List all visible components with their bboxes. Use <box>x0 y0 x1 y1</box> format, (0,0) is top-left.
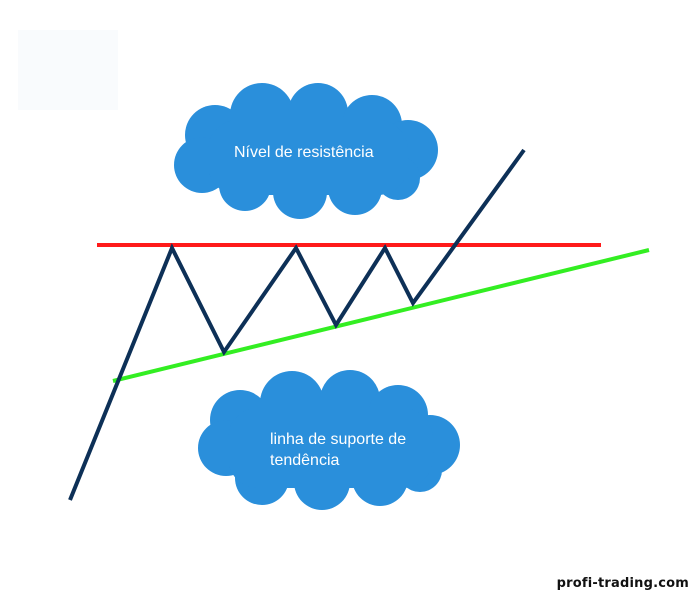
watermark: profi-trading.com <box>556 576 689 591</box>
support-trend-line-label: linha de suporte de tendência <box>270 431 407 469</box>
price-path <box>68 148 526 501</box>
support-cloud <box>198 370 460 510</box>
support-trend-line <box>112 248 650 383</box>
resistance-cloud <box>174 83 438 219</box>
faint-smudge <box>18 30 118 110</box>
resistance-level-label: Nível de resistência <box>234 144 374 161</box>
